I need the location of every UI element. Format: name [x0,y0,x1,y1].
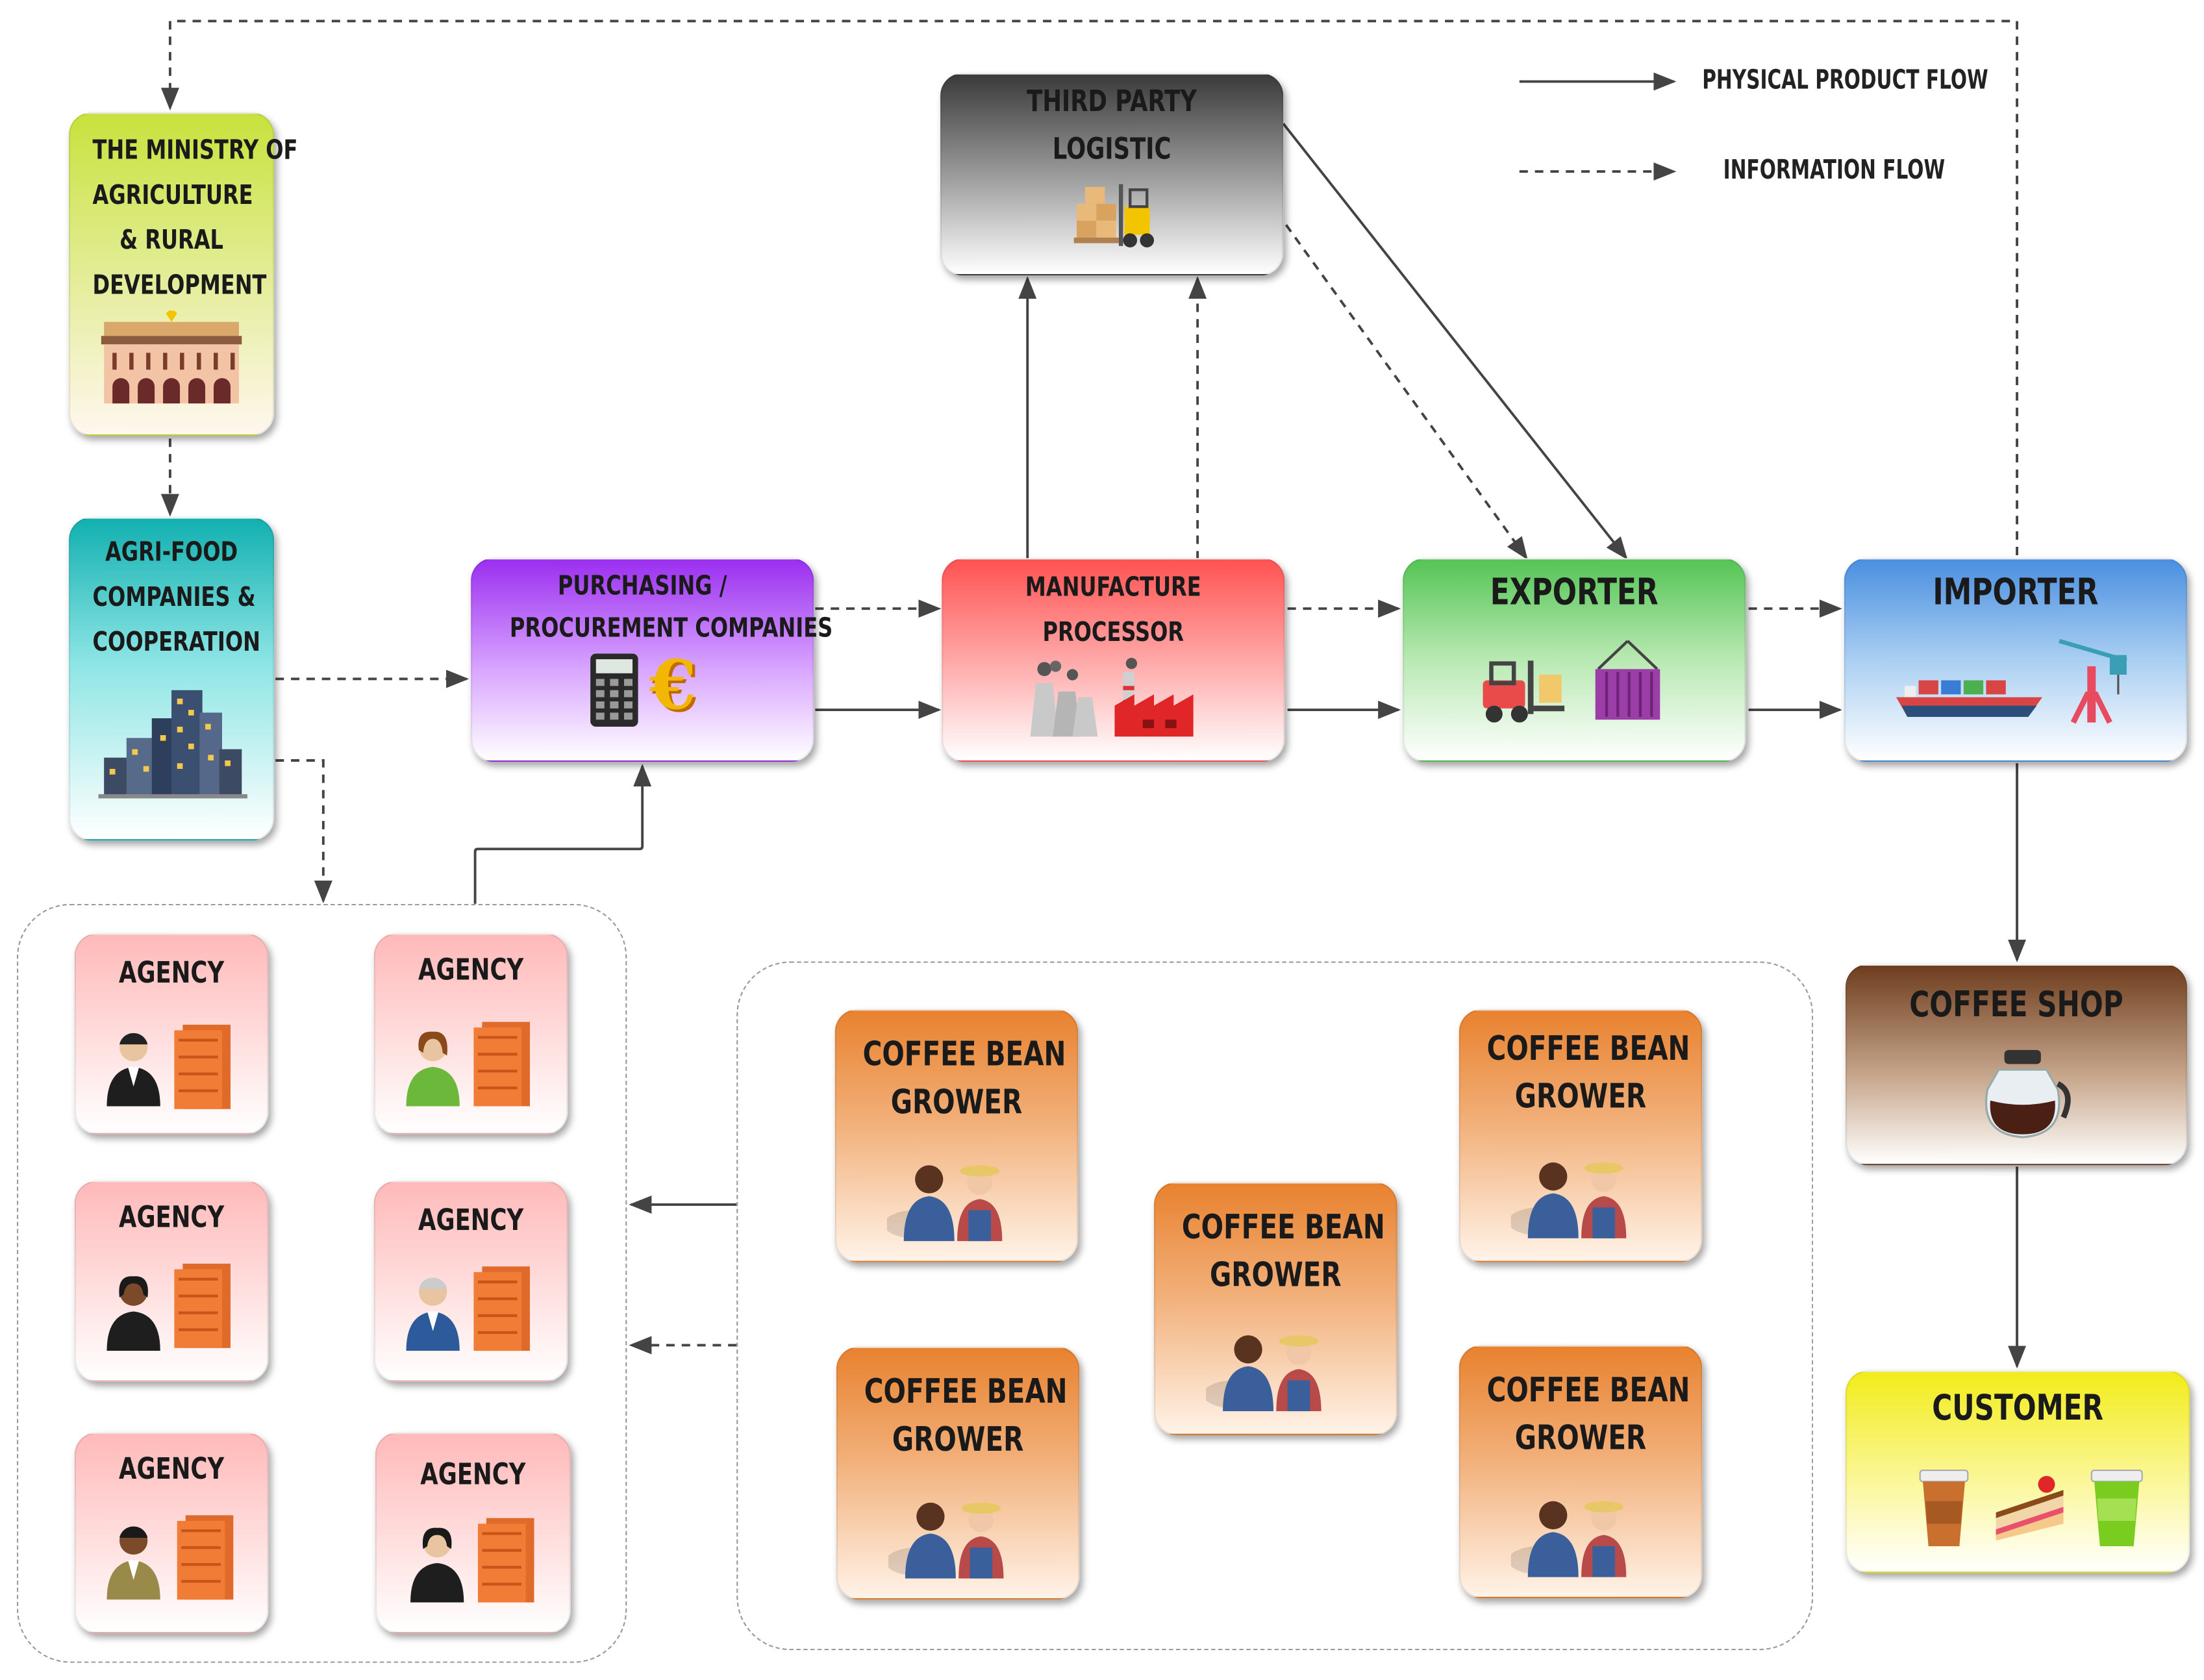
agency-title: AGENCY [420,1457,526,1492]
info-agrifood-to-agency [275,759,332,903]
farmers-icon [1206,1335,1321,1412]
node-manufacture: MANUFACTURE PROCESSOR [942,558,1285,762]
city-buildings-icon [98,690,247,799]
ministry-line-3: & RURAL [119,225,223,256]
manufacture-line-1: MANUFACTURE [1025,571,1201,603]
grower-line-2: GROWER [1514,1418,1647,1458]
arrow-agency-to-purchasing [473,764,652,904]
node-importer: IMPORTER [1844,558,2187,762]
agency-card: AGENCY [373,933,568,1135]
agency-title: AGENCY [119,955,225,990]
agency-card: AGENCY [74,1181,269,1382]
filing-cabinet-icon [174,1024,231,1109]
grower-line-2: GROWER [892,1420,1024,1459]
legend-information-label: INFORMATION FLOW [1723,155,1946,186]
grower-line-1: COFFEE BEAN [1486,1029,1690,1069]
importer-title: IMPORTER [1933,571,2099,614]
grower-group [736,961,1814,1651]
grower-line-2: GROWER [890,1082,1023,1122]
agency-title: AGENCY [119,1200,225,1235]
node-agrifood: AGRI-FOOD COMPANIES & COOPERATION [69,517,275,841]
agency-card: AGENCY [74,933,269,1135]
government-building-icon [101,310,242,404]
businessman-icon [106,1033,160,1107]
grower-card: COFFEE BEAN GROWER [1154,1182,1397,1435]
agency-title: AGENCY [119,1451,225,1486]
grower-line-2: GROWER [1514,1077,1647,1116]
customer-title: CUSTOMER [1932,1387,2103,1429]
euro-icon: € [649,646,697,725]
farmers-icon [1510,1501,1627,1577]
filing-cabinet-icon [177,1515,234,1600]
purchasing-line-2: PROCUREMENT COMPANIES [509,612,833,644]
filing-cabinet-icon [473,1266,531,1351]
purchasing-line-1: PURCHASING / [557,570,727,602]
forklift-boxes-icon [1073,184,1155,247]
cake-slice-icon [1996,1475,2064,1541]
grower-card: COFFEE BEAN GROWER [1459,1345,1703,1599]
logistic-line-2: LOGISTIC [1052,132,1171,166]
factory-icon [1030,657,1194,737]
node-coffee-shop: COFFEE SHOP [1845,964,2187,1166]
calculator-icon [590,653,638,727]
filing-cabinet-icon [174,1263,231,1348]
agency-title: AGENCY [418,953,524,987]
ministry-line-1: THE MINISTRY OF [92,134,298,166]
ministry-line-4: DEVELOPMENT [92,270,267,301]
green-cup-icon [2090,1469,2143,1546]
cargo-ship-icon [1896,680,2043,717]
farmers-icon [888,1502,1004,1579]
farmers-icon [1510,1162,1627,1238]
coffee-shop-title: COFFEE SHOP [1909,984,2123,1025]
grower-line-2: GROWER [1210,1255,1342,1295]
businesswoman-icon [106,1276,160,1351]
grower-line-1: COFFEE BEAN [1486,1370,1690,1410]
agency-card: AGENCY [373,1181,568,1382]
agency-title: AGENCY [418,1203,524,1237]
node-customer: CUSTOMER [1845,1370,2190,1573]
legend-physical-label: PHYSICAL PRODUCT FLOW [1702,64,1988,96]
grower-line-1: COFFEE BEAN [862,1034,1066,1074]
logistic-line-1: THIRD PARTY [1027,84,1197,118]
grower-card: COFFEE BEAN GROWER [834,1009,1079,1262]
businessman-icon [406,1277,460,1351]
port-crane-icon [2059,638,2127,724]
grower-card: COFFEE BEAN GROWER [1459,1009,1703,1262]
forklift-icon [1483,660,1565,723]
farmers-icon [886,1165,1003,1242]
agency-group [16,903,627,1663]
cargo-container-icon [1595,640,1660,720]
manufacture-line-2: PROCESSOR [1042,617,1184,648]
agrifood-line-3: COOPERATION [92,627,261,658]
filing-cabinet-icon [477,1518,534,1603]
grower-line-1: COFFEE BEAN [1181,1207,1385,1247]
filing-cabinet-icon [473,1022,531,1107]
exporter-title: EXPORTER [1490,571,1659,614]
businesswoman-icon [410,1527,464,1603]
info-logistic-to-exporter [1284,224,1528,560]
arrow-logistic-to-exporter [1282,123,1628,560]
businessman-icon [106,1526,160,1600]
coffee-cup-icon [1919,1469,1969,1546]
info-top-loop [160,19,2019,555]
node-ministry: THE MINISTRY OF AGRICULTURE & RURAL DEVE… [69,112,298,436]
coffee-pot-icon [1985,1049,2071,1138]
businesswoman-icon [406,1031,460,1107]
ministry-line-2: AGRICULTURE [92,180,253,211]
grower-card: COFFEE BEAN GROWER [836,1346,1080,1600]
agency-card: AGENCY [74,1432,269,1634]
node-third-party-logistic: THIRD PARTY LOGISTIC [940,73,1284,276]
node-purchasing: PURCHASING / PROCUREMENT COMPANIES € [471,558,833,762]
agency-card: AGENCY [375,1432,571,1634]
grower-line-1: COFFEE BEAN [864,1372,1068,1412]
agrifood-line-2: COMPANIES & [92,582,256,613]
agrifood-line-1: AGRI-FOOD [105,536,238,568]
node-exporter: EXPORTER [1403,558,1746,762]
